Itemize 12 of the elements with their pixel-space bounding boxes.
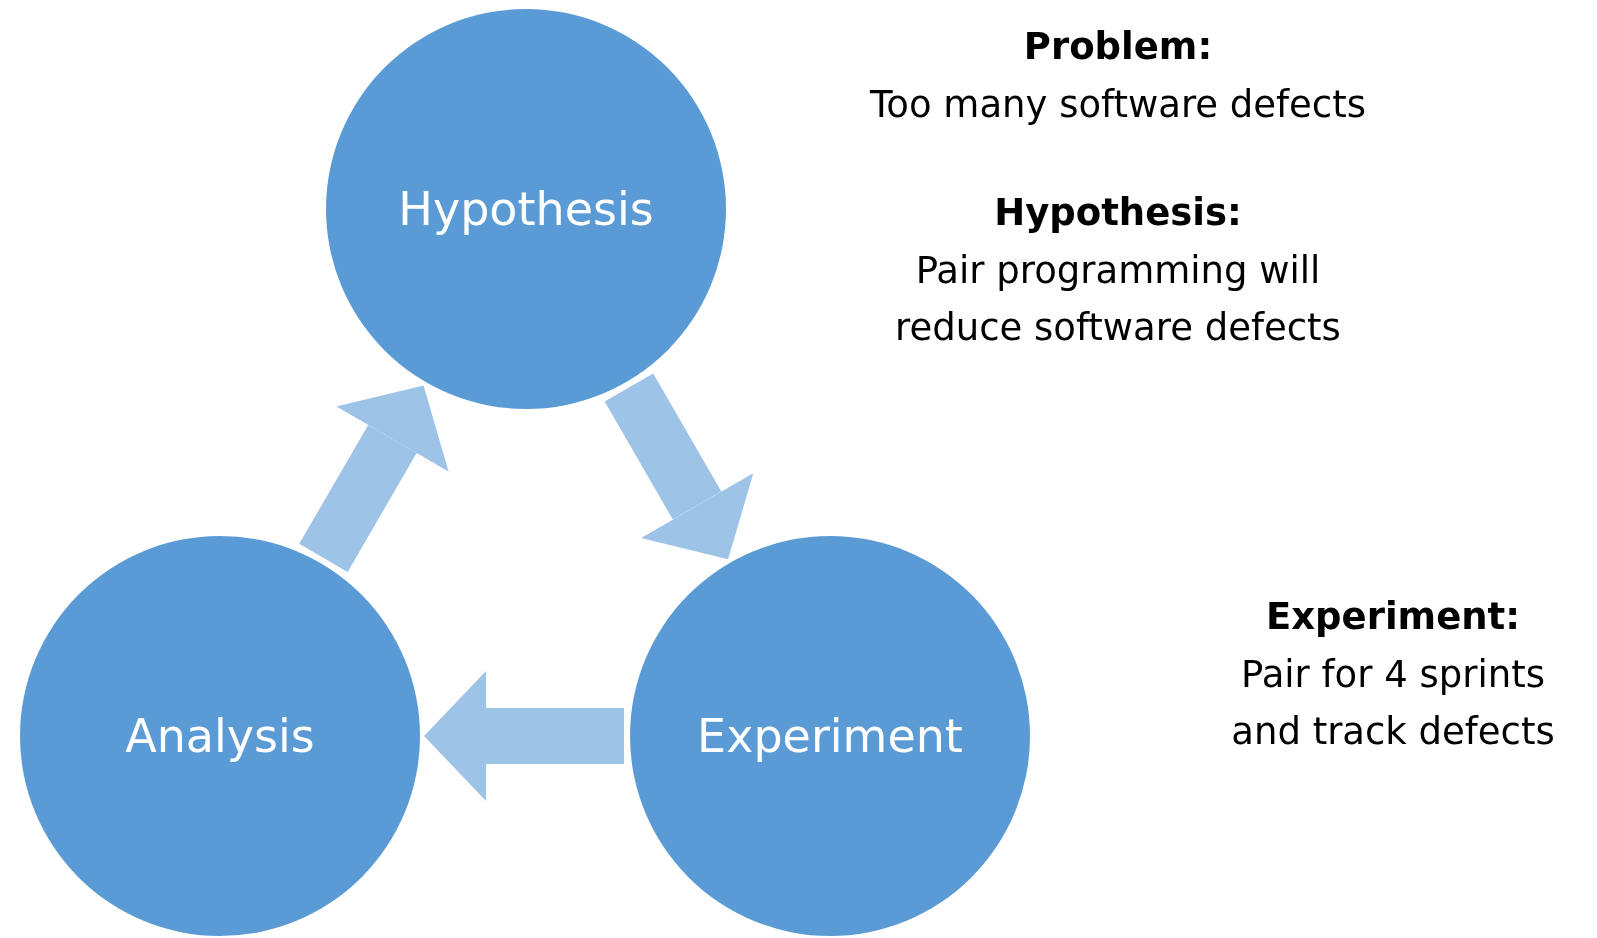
heading-text: Hypothesis: <box>994 191 1242 234</box>
block-arrow <box>424 671 624 801</box>
block-arrow <box>299 385 449 572</box>
node-label: Hypothesis <box>398 182 654 236</box>
description-text: Too many software defects <box>870 83 1366 126</box>
description-text: Pair programming will reduce software defects <box>895 249 1341 349</box>
heading-text: Experiment: <box>1265 595 1521 638</box>
node-label: Analysis <box>125 709 315 763</box>
block-arrow <box>604 373 754 560</box>
heading-text: Problem: <box>1023 25 1213 68</box>
description-text: Pair for 4 sprints and track defects <box>1231 653 1555 753</box>
node-label: Experiment <box>697 709 963 763</box>
